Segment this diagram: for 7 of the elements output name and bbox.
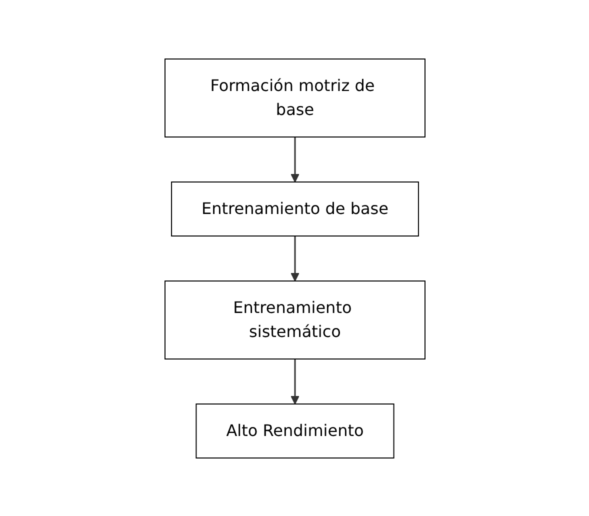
node-box: Formación motriz de base [164, 58, 425, 137]
node-box: Entrenamiento sistemático [164, 280, 425, 359]
node-box: Alto Rendimiento [195, 403, 394, 458]
node-box: Entrenamiento de base [170, 181, 418, 236]
arrow [290, 236, 299, 281]
arrow [290, 358, 299, 404]
arrow [290, 136, 299, 182]
